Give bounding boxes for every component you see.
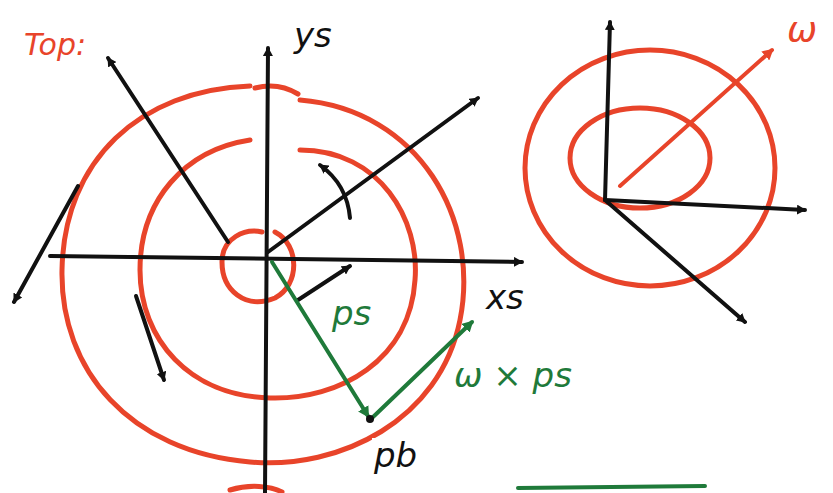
omega-arrow (620, 50, 772, 186)
axis-label: ys (292, 18, 334, 52)
axis-label: xs (484, 280, 526, 314)
vector-label: ω × ps (452, 358, 574, 392)
vector-label: ps (330, 296, 373, 330)
view-label: Top: (22, 30, 88, 60)
point-label: pb (372, 438, 419, 472)
position-vectors (272, 262, 705, 488)
spiral-3d (525, 50, 775, 286)
velocity-vectors (14, 58, 478, 380)
point-dot (366, 415, 374, 423)
axes-3d (605, 22, 805, 322)
axes (50, 48, 522, 493)
spiral (62, 86, 464, 492)
omega-label: ω (785, 12, 819, 48)
